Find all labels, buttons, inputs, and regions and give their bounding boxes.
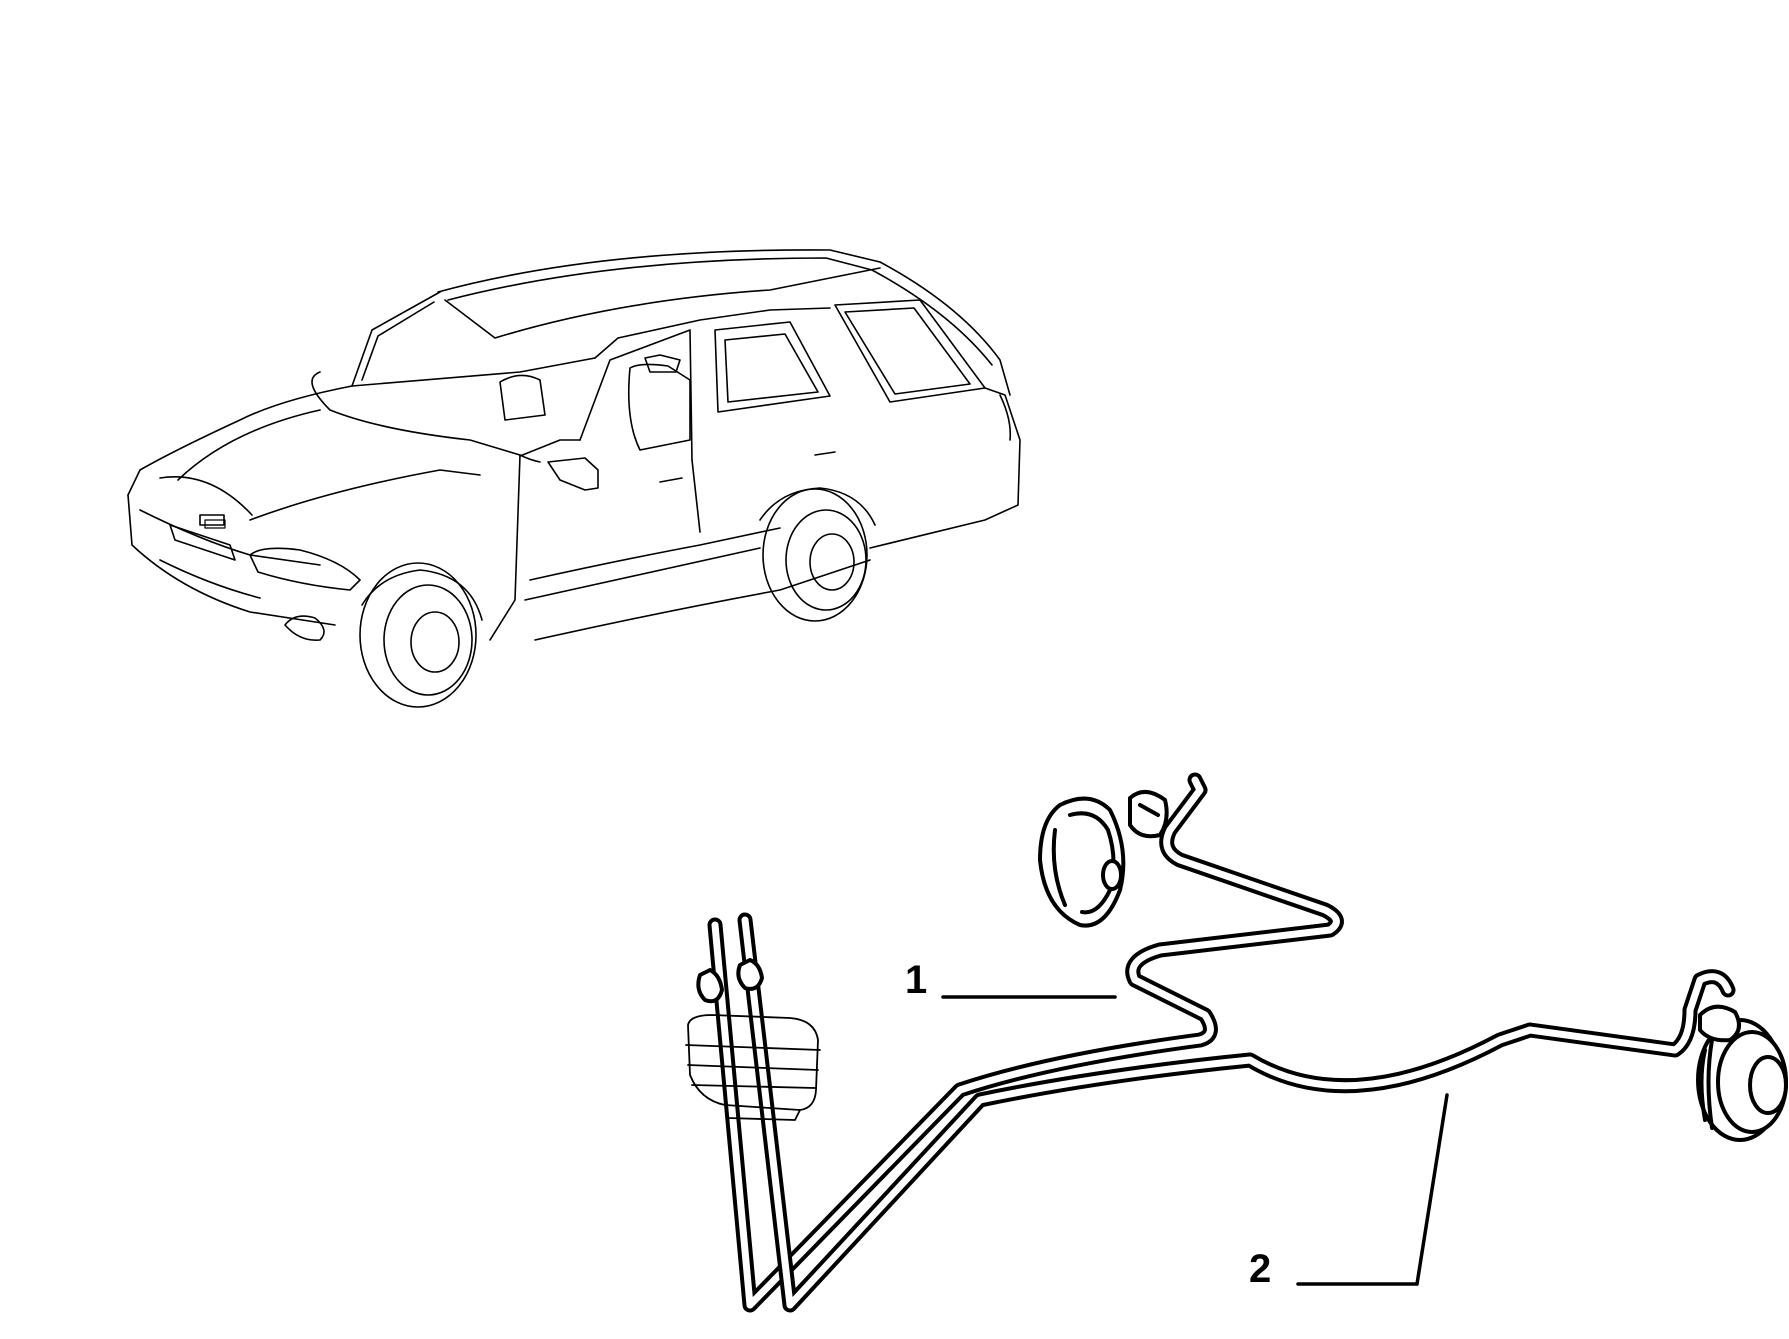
station-wagon-illustration <box>127 249 1021 708</box>
brake-pipe-2 <box>737 912 1736 1313</box>
pipe-fittings <box>696 958 764 1004</box>
rear-brake-drum <box>1696 1004 1788 1142</box>
leader-line-2b <box>1415 1093 1449 1286</box>
leader-lines <box>941 995 1449 1286</box>
callout-number-1: 1 <box>905 958 928 1002</box>
callout-number-2: 2 <box>1249 1247 1272 1291</box>
brake-compensator <box>685 1014 821 1121</box>
brake-pipes-assembly <box>685 772 1788 1313</box>
upper-brake-unit <box>1038 790 1169 928</box>
brake-pipe-1 <box>707 772 1344 1313</box>
